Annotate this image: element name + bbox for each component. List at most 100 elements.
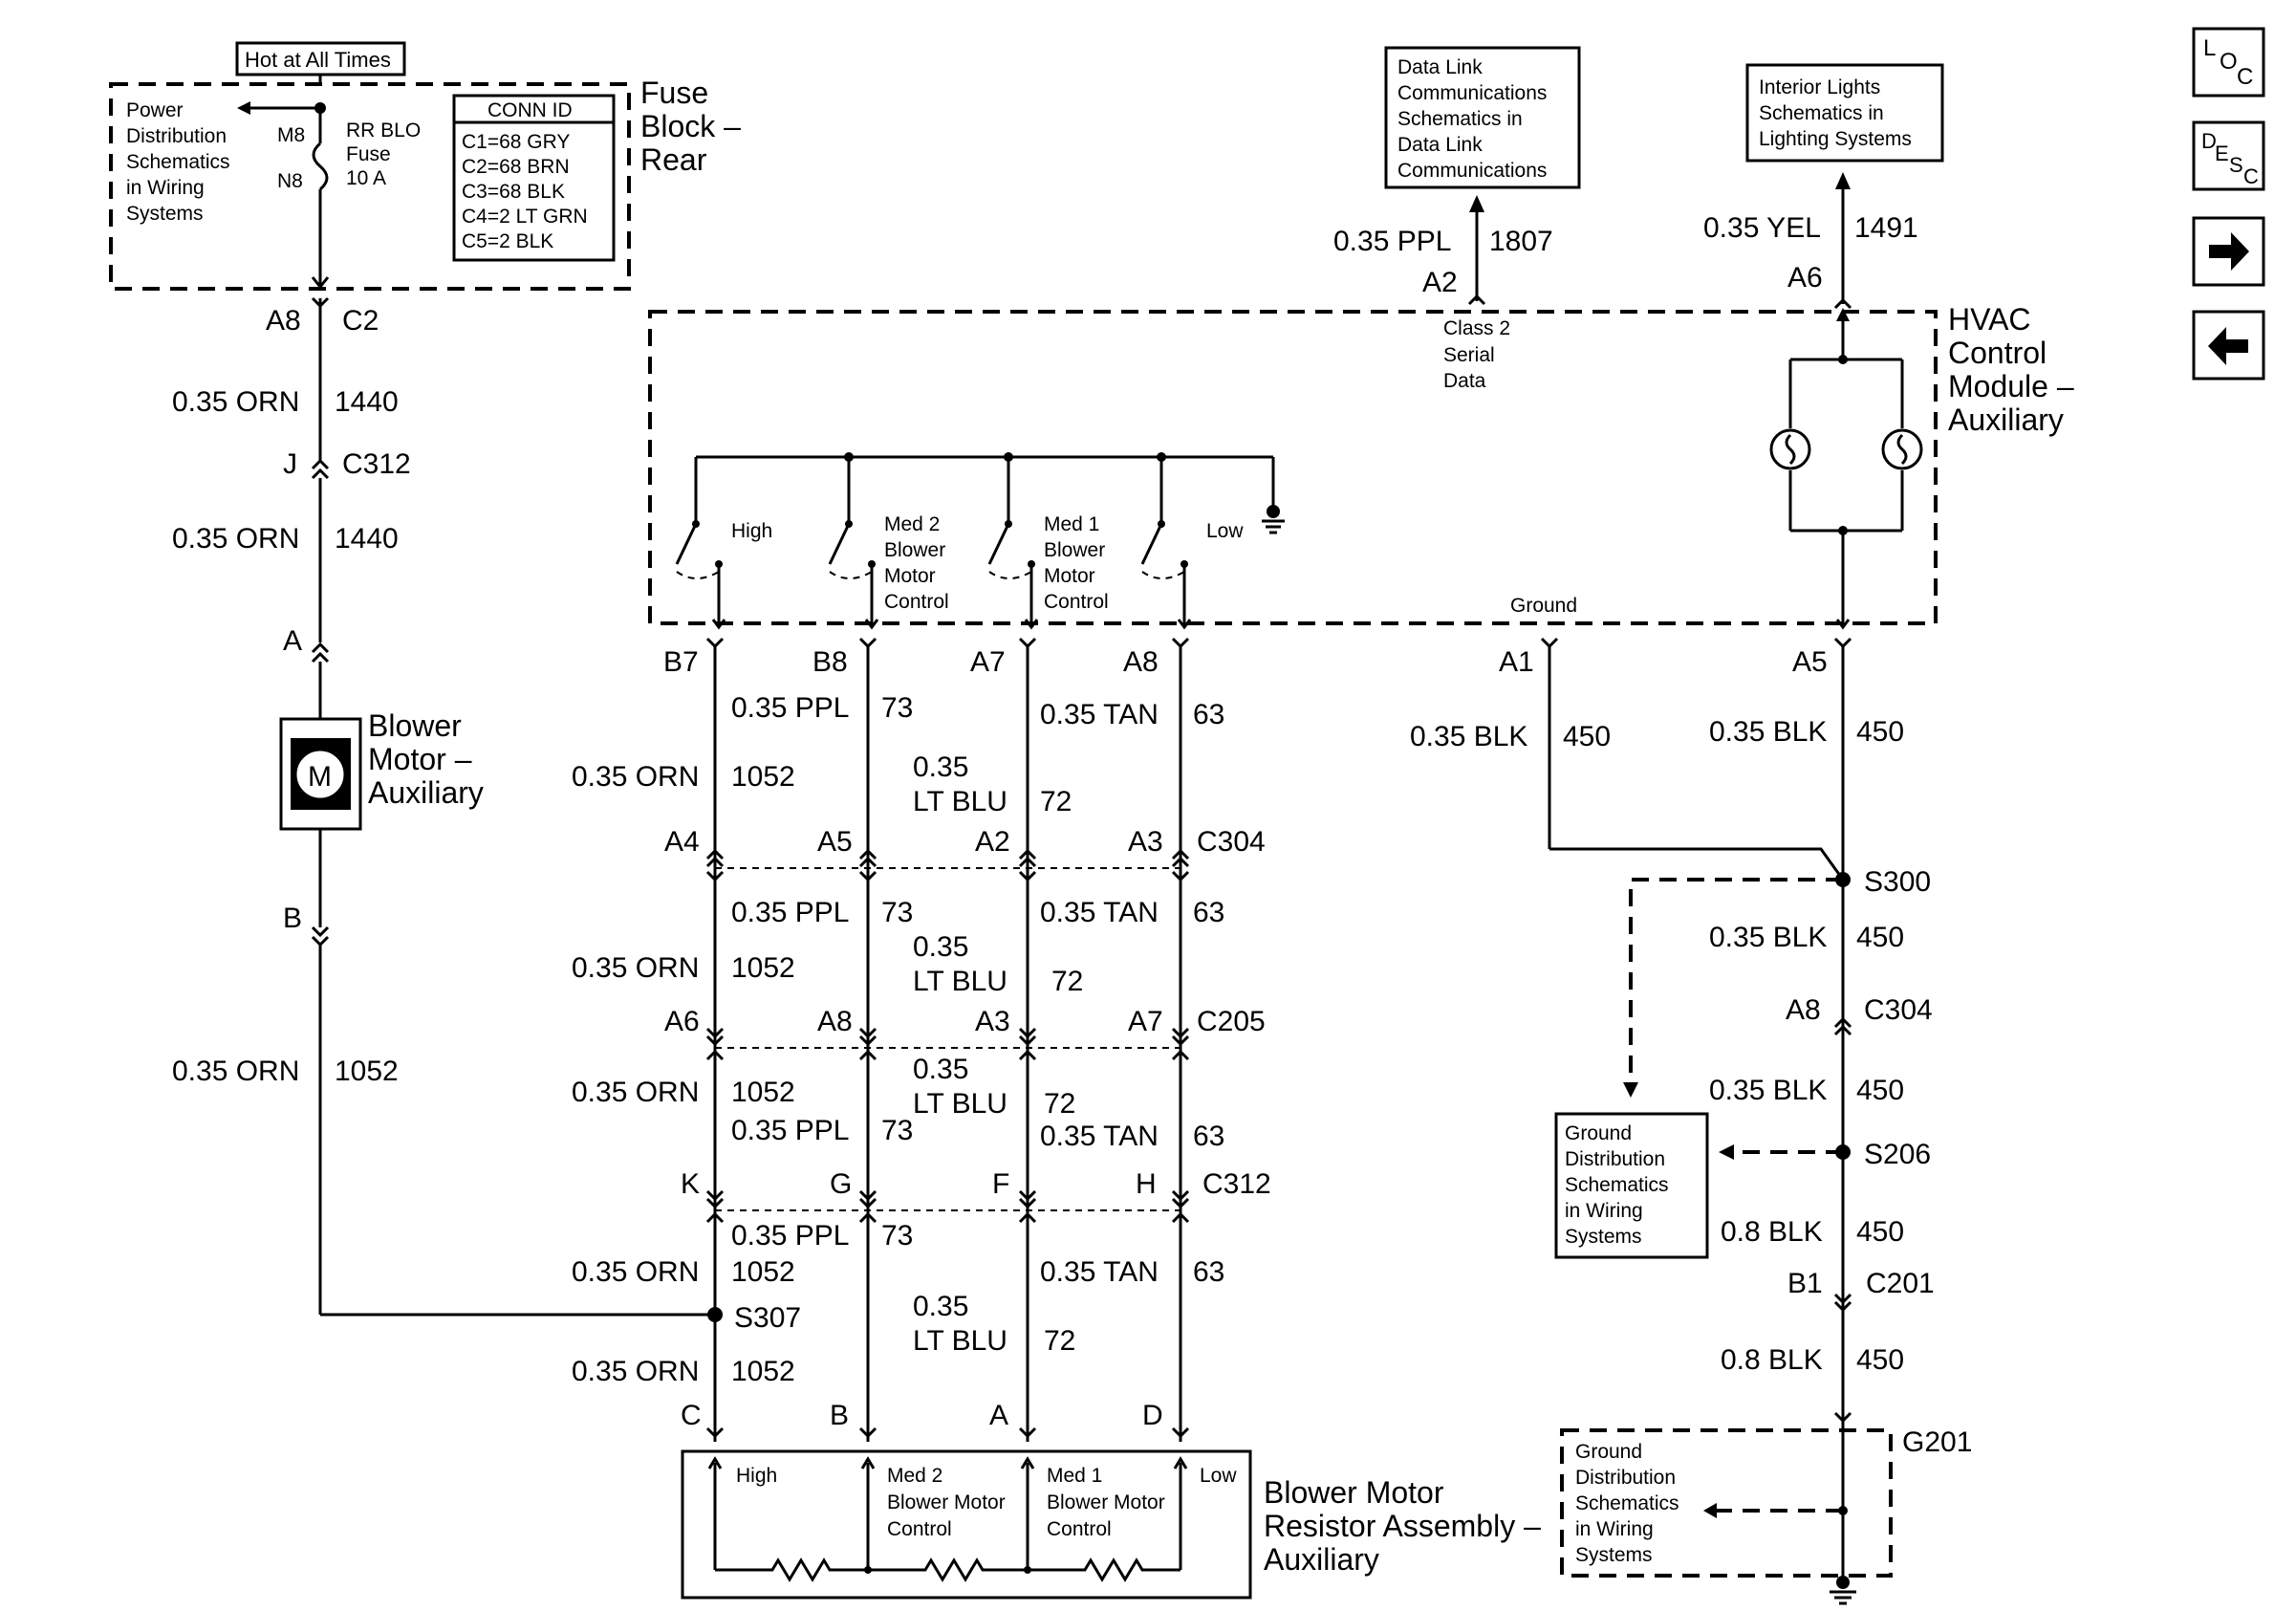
loc-icon-l: L <box>2203 35 2216 61</box>
fuse-block-title-1-label: Block – <box>640 109 741 143</box>
hvac-out-pins-5-label: A5 <box>1792 646 1828 678</box>
switch-med2-icon <box>828 520 879 630</box>
arrow-right-icon <box>2209 232 2249 271</box>
ground-path-a5-gauge-label: 0.35 BLK <box>1709 716 1827 748</box>
references-ground2-4-label: Systems <box>1575 1544 1653 1566</box>
blower-motor-pin-a-label: A <box>283 625 302 657</box>
resistor-chain-icon <box>715 1557 1180 1582</box>
hvac-out-pins-0-label: B7 <box>663 646 699 678</box>
desc-button[interactable]: D E S C <box>2192 120 2265 191</box>
data-link-reference[interactable]: Data Link Communications Schematics in D… <box>1384 46 1581 189</box>
hvac-switches-6-label: Blower <box>1044 539 1105 561</box>
references-data-link-3-label: Data Link <box>1397 134 1483 156</box>
ground-path-w1-gauge-label: 0.35 BLK <box>1709 922 1827 953</box>
fuse-block-title-0-label: Fuse <box>640 76 708 110</box>
harness-c312-pins-2-label: F <box>992 1168 1009 1200</box>
harness-row4-w4a-label: 0.35 <box>913 1291 968 1322</box>
desc-icon <box>2192 120 2265 191</box>
connector-c312-icon <box>311 458 330 480</box>
desc-icon-d: D <box>2201 129 2217 153</box>
loc-button[interactable]: L O C <box>2192 27 2265 98</box>
desc-icon-c: C <box>2243 164 2259 188</box>
hvac-serial-circuit-label: 1807 <box>1489 226 1553 257</box>
ground-path-w4-circuit-label: 450 <box>1856 1344 1904 1376</box>
hvac-serial-label-0-label: Class 2 <box>1443 317 1510 339</box>
hvac-interior-gauge-label: 0.35 YEL <box>1703 212 1821 244</box>
references-ground2-1-label: Distribution <box>1575 1467 1676 1489</box>
harness-c205-label: C205 <box>1197 1006 1266 1037</box>
ground-path-w1-circuit-label: 450 <box>1856 922 1904 953</box>
harness-row1-c2-label: 63 <box>1193 699 1224 730</box>
arrow-right-icon <box>1703 1503 1717 1518</box>
ground-symbol-icon <box>1262 519 1285 534</box>
blower-motor-resistor-assembly: High Med 2 Blower Motor Control Med 1 Bl… <box>681 1449 1541 1600</box>
fuse-block-fuse-label-1-label: Fuse <box>346 143 391 165</box>
harness-c304-pins-0-label: A4 <box>664 826 700 858</box>
ground-path-w4-gauge-label: 0.8 BLK <box>1721 1344 1823 1376</box>
hvac-switches-3-label: Motor <box>884 565 936 587</box>
ground-path: 0.35 BLK 450 0.35 BLK 450 S300 0.35 BLK … <box>1410 646 1972 1605</box>
hvac-serial-label-2-label: Data <box>1443 370 1486 392</box>
blower-motor-pin-b-label: B <box>283 903 302 934</box>
references-interior-2-label: Lighting Systems <box>1759 128 1912 150</box>
harness-row3-c4-label: 72 <box>1044 1088 1075 1120</box>
harness-row2-c1-label: 73 <box>881 897 913 928</box>
fuse-block-fuse-label-2-label: 10 A <box>346 167 386 189</box>
ground-path-w3-gauge-label: 0.8 BLK <box>1721 1216 1823 1248</box>
resistor-med2-2-label: Control <box>887 1518 952 1540</box>
ground-path-c201-label: C201 <box>1866 1268 1935 1299</box>
prev-page-button[interactable] <box>2192 310 2265 381</box>
blower-motor-wire3-gauge-label: 0.35 ORN <box>172 1056 299 1087</box>
loc-icon-c: C <box>2237 64 2253 90</box>
ground-distribution-reference-2[interactable]: Ground Distribution Schematics in Wiring… <box>1575 1441 1679 1566</box>
hvac-out-pins-1-label: B8 <box>812 646 848 678</box>
harness-c205-pins-3-label: A7 <box>1128 1006 1163 1037</box>
fuse-block-conn-ids-4-label: C5=2 BLK <box>462 230 553 252</box>
hvac-interior-pin-label: A6 <box>1787 262 1823 294</box>
blower-motor-wire2-gauge-label: 0.35 ORN <box>172 523 299 555</box>
references-interior-0-label: Interior Lights <box>1759 76 1880 98</box>
resistor-med1-1-label: Blower Motor <box>1047 1491 1165 1513</box>
fuse-block-conn-ids-0-label: C1=68 GRY <box>462 131 570 153</box>
harness-res-pins-2-label: A <box>989 1400 1008 1431</box>
hvac-switches-8-label: Control <box>1044 591 1109 613</box>
harness-row5-w3-label: 0.35 ORN <box>572 1356 699 1387</box>
fuse-block-conn-ids-3-label: C4=2 LT GRN <box>462 206 588 228</box>
arrow-up-icon <box>1835 172 1851 189</box>
harness-c312-pins-1-label: G <box>830 1168 852 1200</box>
next-page-button[interactable] <box>2192 216 2265 287</box>
arrow-left-icon <box>2208 327 2248 365</box>
fuse-block-out-pin-label: A8 <box>266 305 301 337</box>
ground-path-w2-gauge-label: 0.35 BLK <box>1709 1075 1827 1106</box>
harness-row1-c1-label: 73 <box>881 692 913 724</box>
fuse-block-conn-ids-1-label: C2=68 BRN <box>462 156 570 178</box>
harness-row4-c1-label: 73 <box>881 1220 913 1252</box>
fuse-block-rear: Hot at All Times Fuse Block – Rear Power… <box>109 41 741 291</box>
references-ground1-3-label: in Wiring <box>1565 1200 1643 1222</box>
hvac-switches-7-label: Motor <box>1044 565 1095 587</box>
ground-path-s300-label: S300 <box>1864 866 1931 898</box>
arrow-left-icon <box>1719 1144 1734 1160</box>
hvac-serial-pin-label: A2 <box>1422 267 1458 298</box>
blower-motor-wire1-circuit-label: 1440 <box>335 386 399 418</box>
harness-row1-w3-label: 0.35 ORN <box>572 761 699 793</box>
harness-row2-w3-label: 0.35 ORN <box>572 952 699 984</box>
switch-high-icon <box>675 520 726 630</box>
arrow-left-icon <box>237 101 250 115</box>
hvac-interior-circuit-label: 1491 <box>1854 212 1918 244</box>
harness-splice-label: S307 <box>734 1302 801 1334</box>
class2-serial-wire: 0.35 PPL 1807 A2 <box>1333 195 1553 306</box>
interior-lights-reference[interactable]: Interior Lights Schematics in Lighting S… <box>1745 63 1944 163</box>
references-ground2-0-label: Ground <box>1575 1441 1642 1463</box>
harness-res-pins-1-label: B <box>830 1400 849 1431</box>
desc-icon-e: E <box>2215 142 2229 165</box>
harness-row3-c2-label: 63 <box>1193 1121 1224 1152</box>
ground-distribution-reference-1[interactable]: Ground Distribution Schematics in Wiring… <box>1554 1112 1709 1259</box>
harness-c304-pins-2-label: A2 <box>975 826 1010 858</box>
ground-path-c304-pin-label: A8 <box>1786 994 1821 1026</box>
harness-row1-w4a-label: 0.35 <box>913 751 968 783</box>
motor-symbol-m: M <box>308 761 332 793</box>
hvac-title-3-label: Auxiliary <box>1948 403 2064 437</box>
fuse-block-title-2-label: Rear <box>640 142 707 177</box>
